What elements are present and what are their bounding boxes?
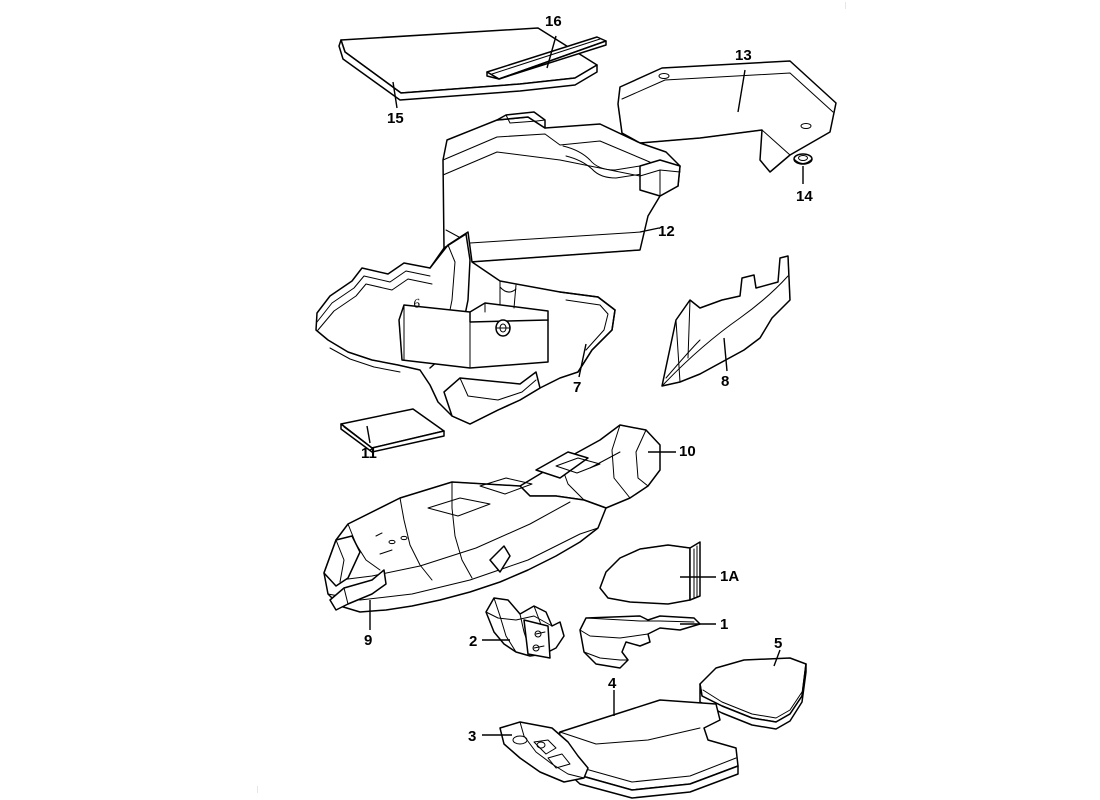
callout-8[interactable]: 8 xyxy=(721,373,730,390)
scan-artifact-top xyxy=(845,2,846,9)
callout-7[interactable]: 7 xyxy=(573,379,582,396)
callout-11[interactable]: 11 xyxy=(361,445,377,462)
callout-4[interactable]: 4 xyxy=(608,675,617,692)
leader-8 xyxy=(723,337,728,372)
part-16-trim-strip[interactable] xyxy=(486,36,607,80)
part-12-rear-seat-back-insulation[interactable] xyxy=(442,111,681,263)
callout-12[interactable]: 12 xyxy=(658,223,675,240)
leader-16 xyxy=(546,35,557,69)
leader-7 xyxy=(578,343,587,378)
part-13-rear-seat-back-upper-panel[interactable] xyxy=(617,60,837,173)
part-1A-wheel-arch-insulation-pad[interactable] xyxy=(599,541,701,605)
inline-mark-6: 6 xyxy=(412,295,421,311)
callout-14[interactable]: 14 xyxy=(796,188,813,205)
part-9-tunnel-insulation-front[interactable] xyxy=(323,457,607,613)
callout-5[interactable]: 5 xyxy=(774,635,783,652)
part-4-front-floor-mat[interactable] xyxy=(553,699,739,799)
part-2-pedal-area-insulation[interactable] xyxy=(485,597,565,659)
callout-16[interactable]: 16 xyxy=(545,13,562,30)
callout-13[interactable]: 13 xyxy=(735,47,752,64)
leader-5 xyxy=(773,649,781,667)
part-14-retaining-grommet[interactable] xyxy=(793,153,813,165)
leader-lines xyxy=(366,35,804,736)
leader-15 xyxy=(392,81,398,109)
callout-3[interactable]: 3 xyxy=(468,728,477,745)
leader-13 xyxy=(737,69,746,113)
callout-2[interactable]: 2 xyxy=(469,633,478,650)
part-3-mat-retaining-clips[interactable] xyxy=(499,721,589,783)
callout-10[interactable]: 10 xyxy=(679,443,696,460)
callout-1A[interactable]: 1A xyxy=(720,568,740,585)
part-1-wheel-housing-insulation[interactable] xyxy=(579,615,701,669)
callout-1[interactable]: 1 xyxy=(720,616,729,633)
scan-artifact-bottom xyxy=(257,786,258,793)
callout-15[interactable]: 15 xyxy=(387,110,404,127)
part-15-rear-parcel-shelf-pad[interactable] xyxy=(338,27,598,101)
part-11-flat-insulation-pad[interactable] xyxy=(340,408,445,453)
part-5-rear-floor-mat[interactable] xyxy=(699,657,807,730)
part-7-front-floor-pan-insulation[interactable]: 6 xyxy=(315,231,616,425)
leader-11 xyxy=(366,425,371,444)
callout-9[interactable]: 9 xyxy=(364,632,373,649)
part-8-rear-side-panel-insulation[interactable] xyxy=(661,255,791,387)
leader-12 xyxy=(639,227,660,233)
